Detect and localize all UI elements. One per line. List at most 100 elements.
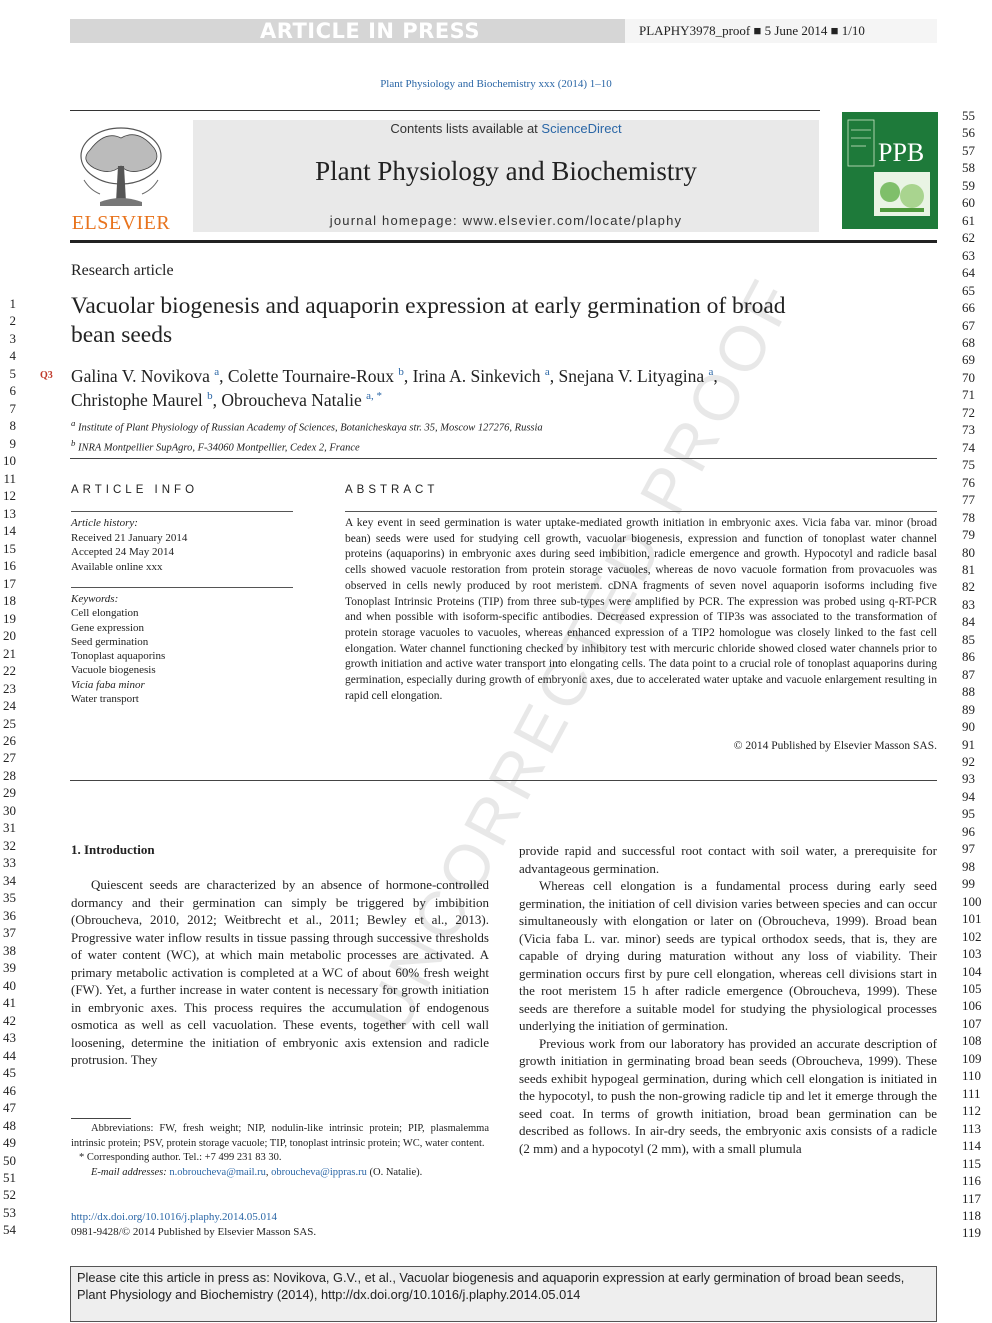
doi-link[interactable]: http://dx.doi.org/10.1016/j.plaphy.2014.… [71,1211,277,1223]
line-number: 116 [962,1173,982,1189]
line-number: 101 [962,911,982,927]
line-number: 75 [962,457,975,473]
history-item: Received 21 January 2014 [71,531,188,544]
line-number: 39 [3,960,16,976]
keywords-label: Keywords: [71,593,119,605]
author-name: Snejana V. Lityagina [558,365,705,386]
journal-header-box: Contents lists available at ScienceDirec… [193,120,819,232]
line-number: 51 [3,1170,16,1185]
line-number: 72 [962,404,975,420]
line-number: 8 [9,418,17,434]
line-number: 35 [3,890,16,906]
author-sup: a [708,366,714,378]
line-number: 82 [962,579,975,595]
line-number: 107 [962,1015,982,1031]
affiliation-text: Institute of Plant Physiology of Russian… [78,422,543,434]
line-number: 38 [3,942,16,958]
keywords-rule [71,587,293,588]
email-link-2[interactable]: obroucheva@ippras.ru [271,1166,367,1178]
article-history: Article history: Received 21 January 201… [71,516,293,574]
line-number: 113 [962,1120,982,1136]
line-number: 71 [962,387,975,403]
abbreviations-footnote: Abbreviations: FW, fresh weight; NIP, no… [71,1123,489,1149]
history-label: Article history: [71,517,138,529]
line-number: 44 [3,1047,16,1063]
line-number: 88 [962,684,975,700]
line-number: 98 [962,858,975,874]
journal-reference[interactable]: Plant Physiology and Biochemistry xxx (2… [380,78,612,90]
keyword: Vacuole biogenesis [71,664,156,677]
line-number: 18 [3,593,16,609]
line-number: 32 [3,837,16,853]
proof-info: PLAPHY3978_proof ■ 5 June 2014 ■ 1/10 [625,19,937,43]
line-number: 78 [962,509,975,525]
line-number: 41 [3,995,16,1011]
sciencedirect-link[interactable]: ScienceDirect [541,121,622,136]
line-number: 21 [3,645,16,661]
line-number: 67 [962,317,975,333]
line-number: 92 [962,754,975,770]
line-number: 34 [3,872,16,888]
contents-prefix: Contents lists available at [390,121,542,136]
line-number: 10 [3,453,16,469]
keyword: Tonoplast aquaporins [71,650,166,663]
contents-line: Contents lists available at ScienceDirec… [193,120,819,138]
cover-figure-icon [874,172,930,216]
cover-label: PPB [878,138,925,167]
line-number: 97 [962,841,975,857]
author-sup: b [398,366,404,378]
line-number: 31 [3,820,16,836]
journal-homepage[interactable]: journal homepage: www.elsevier.com/locat… [329,213,683,228]
line-number: 115 [962,1155,982,1171]
author-sup: a [214,366,220,378]
line-number: 4 [9,348,17,364]
line-number: 45 [3,1065,16,1081]
line-number: 57 [962,142,975,158]
line-number: 62 [962,230,975,246]
line-number: 79 [962,527,975,543]
article-in-press-banner: ARTICLE IN PRESS PLAPHY3978_proof ■ 5 Ju… [70,19,937,43]
line-number: 1 [9,296,17,311]
line-number: 91 [962,736,975,752]
email-suffix: (O. Natalie). [366,1166,423,1178]
line-number: 100 [962,893,982,909]
line-number: 49 [3,1135,16,1151]
line-number: 60 [962,195,975,211]
line-number: 19 [3,610,16,626]
line-number: 102 [962,928,982,944]
footnote-rule [71,1118,131,1119]
intro-paragraph: Whereas cell elongation is a fundamental… [519,878,937,1033]
header-rule [70,110,820,111]
line-number: 70 [962,369,975,385]
line-number: 90 [962,719,975,735]
line-number: 61 [962,212,975,228]
author-name: Obroucheva Natalie [221,389,362,410]
line-number: 48 [3,1117,16,1133]
journal-cover: PPB [842,112,938,229]
line-number: 87 [962,666,975,682]
line-number: 14 [3,523,16,539]
intro-paragraph: provide rapid and successful root contac… [519,843,937,876]
corresponding-author: * Corresponding author. Tel.: +7 499 231… [79,1152,282,1163]
line-number: 40 [3,977,16,993]
line-number: 80 [962,544,975,560]
line-number: 105 [962,981,982,996]
email-link-1[interactable]: n.obroucheva@mail.ru [169,1166,266,1178]
line-number: 29 [3,785,16,801]
publisher-name: ELSEVIER [71,212,171,234]
line-number: 7 [9,400,17,416]
issn-line: 0981-9428/© 2014 Published by Elsevier M… [71,1226,317,1238]
line-number: 93 [962,771,975,787]
line-number: 12 [3,488,16,504]
line-number: 25 [3,715,16,731]
line-number: 110 [962,1068,982,1084]
line-number: 76 [962,474,975,490]
author-sup: a, * [366,389,383,402]
line-number: 16 [3,558,16,574]
intro-column-1: Quiescent seeds are characterized by an … [71,876,489,1069]
keyword: Seed germination [71,635,149,648]
intro-column-2: provide rapid and successful root contac… [519,842,937,1157]
journal-title: Plant Physiology and Biochemistry [315,156,697,186]
